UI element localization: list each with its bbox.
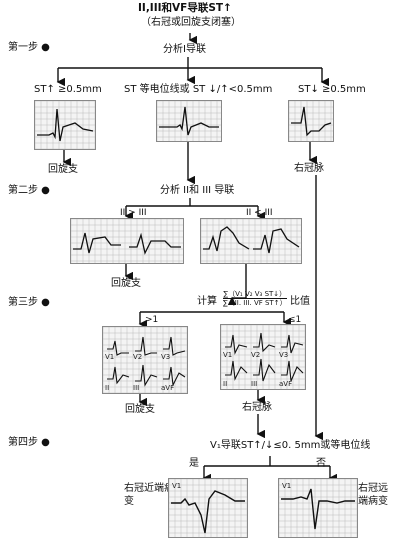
ecg-step1-right — [288, 100, 334, 142]
step3-calc-label: 计算 — [197, 296, 217, 307]
ecg-trace — [107, 336, 186, 387]
ecg-grid — [201, 219, 301, 263]
step1-left-result: 回旋支 — [48, 164, 78, 175]
lead-label: III — [251, 380, 258, 388]
ecg-trace — [73, 232, 181, 255]
lead-label: V3 — [161, 353, 171, 361]
ecg-step4-right: V1 — [278, 478, 358, 538]
ecg-trace — [291, 106, 332, 137]
step3-ratio-label: 比值 — [290, 296, 310, 307]
ecg-grid — [289, 101, 333, 141]
ecg-grid — [35, 101, 95, 149]
lead-label: V1 — [223, 351, 233, 359]
step1-right-condition: ST↓ ≥0.5mm — [298, 84, 366, 95]
ecg-trace — [225, 332, 304, 382]
lead-label: V1 — [105, 353, 115, 361]
lead-label: aVF — [161, 384, 175, 392]
step4-question: V₁导联ST↑/↓≤0. 5mm或等电位线 — [210, 440, 371, 451]
step4-left-result: 右冠近端病变 — [124, 483, 174, 507]
lead-label: V1 — [172, 482, 182, 490]
lead-label: V1 — [282, 482, 292, 490]
ecg-step1-left — [34, 100, 96, 150]
ecg-step3-right: V1 V2 V3 II III aVF — [220, 324, 306, 390]
step1-analyze: 分析Ⅰ导联 — [163, 44, 206, 55]
lead-label: III — [133, 384, 140, 392]
step-4-label: 第四步 ● — [8, 437, 50, 448]
step2-right-condition: II < III — [246, 208, 273, 218]
step3-right-result: 右冠脉 — [242, 402, 272, 413]
header-title: II,III和VF导联ST↑ — [138, 2, 232, 14]
step2-left-condition: II > III — [120, 208, 147, 218]
ecg-step1-mid — [156, 100, 222, 142]
ecg-trace — [171, 490, 245, 534]
ecg-grid — [221, 325, 305, 389]
ecg-trace — [281, 488, 355, 530]
step3-left-condition: >1 — [145, 315, 159, 325]
ecg-step2-left — [70, 218, 184, 264]
ecg-grid — [157, 101, 221, 141]
step2-analyze: 分析 II和 III 导联 — [160, 185, 235, 196]
lead-label: aVF — [279, 380, 293, 388]
step3-ratio-fraction: ∑（V₁ V₂ V₃ ST↓） ∑（II. III. VF ST↑） — [223, 290, 287, 307]
step3-numerator: ∑（V₁ V₂ V₃ ST↓） — [223, 290, 287, 299]
step-1-label: 第一步 ● — [8, 42, 50, 53]
ecg-grid — [279, 479, 357, 537]
ecg-trace — [37, 108, 94, 142]
step3-left-result: 回旋支 — [125, 404, 155, 415]
lead-label: II — [223, 380, 228, 388]
ecg-trace — [159, 106, 219, 136]
step1-left-condition: ST↑ ≥0.5mm — [34, 84, 102, 95]
ecg-step2-right — [200, 218, 302, 264]
lead-label: II — [105, 384, 110, 392]
step2-left-result: 回旋支 — [111, 278, 141, 289]
ecg-trace — [203, 226, 300, 254]
step1-right-result: 右冠脉 — [294, 163, 324, 174]
ecg-step4-left: V1 — [168, 478, 248, 538]
step4-no: 否 — [316, 458, 326, 469]
header-subtitle: （右冠或回旋支闭塞） — [141, 17, 241, 28]
ecg-grid — [169, 479, 247, 537]
step1-mid-condition: ST 等电位线或 ST ↓/↑<0.5mm — [124, 84, 273, 95]
step-3-label: 第三步 ● — [8, 297, 50, 308]
ecg-step3-left: V1 V2 V3 II III aVF — [102, 326, 188, 394]
lead-label: V2 — [133, 353, 143, 361]
step3-denominator: ∑（II. III. VF ST↑） — [223, 299, 287, 307]
ecg-grid — [103, 327, 187, 393]
step4-right-result: 右冠远端病变 — [358, 483, 388, 507]
step-2-label: 第二步 ● — [8, 185, 50, 196]
step4-yes: 是 — [189, 458, 199, 469]
lead-label: V2 — [251, 351, 261, 359]
step3-right-condition: ≤1 — [288, 315, 302, 325]
ecg-grid — [71, 219, 183, 263]
lead-label: V3 — [279, 351, 289, 359]
